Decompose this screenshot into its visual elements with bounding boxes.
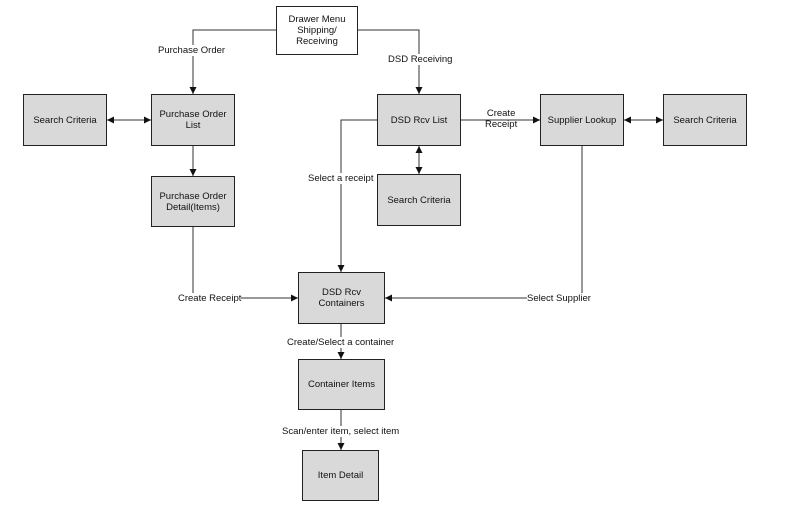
supplier-lookup-label: Supplier Lookup <box>547 114 617 126</box>
search-criteria-left-label: Search Criteria <box>33 114 97 126</box>
edge-dsd-list-to-containers <box>337 119 377 272</box>
search-criteria-right-label: Search Criteria <box>673 114 737 126</box>
dsd-rcv-containers-box: DSD Rcv Containers <box>298 272 385 324</box>
edge-label-create-select-container: Create/Select a container <box>287 337 395 348</box>
search-criteria-right-box: Search Criteria <box>663 94 747 146</box>
container-items-label: Container Items <box>307 379 376 390</box>
drawer-menu-label: Drawer Menu Shipping/ Receiving <box>288 14 346 47</box>
purchase-order-detail-box: Purchase Order Detail(Items) <box>151 176 235 227</box>
edge-label-select-supplier: Select Supplier <box>527 293 591 304</box>
item-detail-box: Item Detail <box>302 450 379 501</box>
edge-drawer-to-po-list <box>189 29 276 94</box>
container-items-box: Container Items <box>298 359 385 410</box>
edge-label-create-receipt: Create Receipt <box>178 293 242 304</box>
edge-drawer-to-dsd-list <box>358 29 423 94</box>
dsd-rcv-containers-label: DSD Rcv Containers <box>318 287 365 309</box>
edge-label-select-a-receipt: Select a receipt <box>308 173 374 184</box>
purchase-order-detail-label: Purchase Order Detail(Items) <box>159 190 227 213</box>
dsd-rcv-list-box: DSD Rcv List <box>377 94 461 146</box>
search-criteria-middle-label: Search Criteria <box>387 194 451 206</box>
purchase-order-list-label: Purchase Order List <box>159 109 227 131</box>
item-detail-label: Item Detail <box>317 470 364 481</box>
search-criteria-middle-box: Search Criteria <box>377 174 461 226</box>
drawer-menu-box: Drawer Menu Shipping/ Receiving <box>276 6 358 55</box>
edge-label-scan-enter-item: Scan/enter item, select item <box>282 426 400 437</box>
edge-label-purchase-order: Purchase Order <box>158 45 226 56</box>
supplier-lookup-box: Supplier Lookup <box>540 94 624 146</box>
edge-label-create-receipt-top: Create Receipt <box>485 108 518 130</box>
edge-label-dsd-receiving: DSD Receiving <box>388 54 453 65</box>
purchase-order-list-box: Purchase Order List <box>151 94 235 146</box>
dsd-rcv-list-label: DSD Rcv List <box>390 114 448 126</box>
search-criteria-left-box: Search Criteria <box>23 94 107 146</box>
edge-po-detail-to-containers <box>192 227 298 302</box>
